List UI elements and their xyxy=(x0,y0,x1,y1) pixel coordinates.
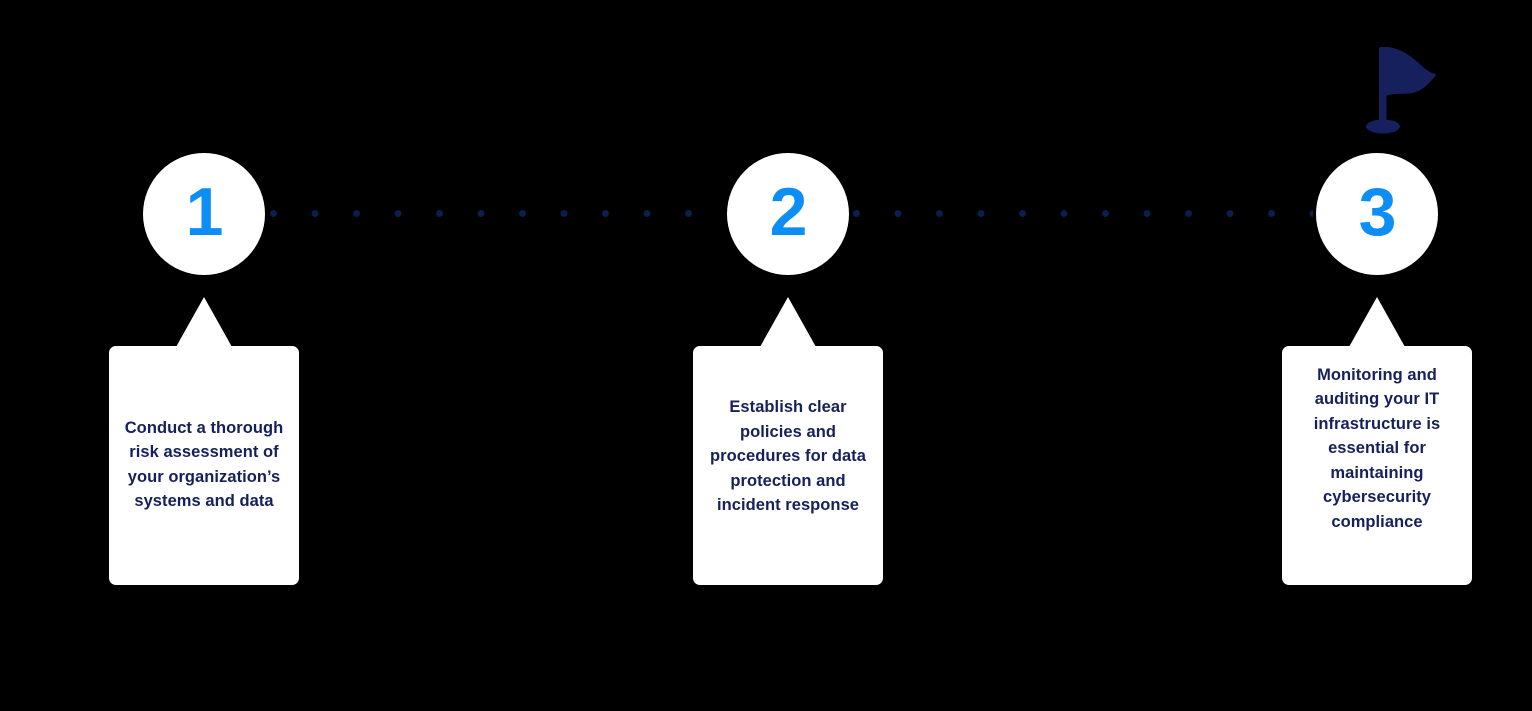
step-3-callout: Monitoring and auditing your IT infrastr… xyxy=(1282,296,1472,585)
step-3-card[interactable]: Monitoring and auditing your IT infrastr… xyxy=(1282,346,1472,585)
step-3-circle[interactable]: 3 xyxy=(1316,153,1438,275)
step-2-description: Establish clear policies and procedures … xyxy=(710,398,866,515)
step-2[interactable]: 2 Establish clear policies and procedure… xyxy=(638,0,938,711)
step-3-description: Monitoring and auditing your IT infrastr… xyxy=(1313,366,1441,531)
step-2-callout: Establish clear policies and procedures … xyxy=(693,296,883,585)
step-1-circle[interactable]: 1 xyxy=(143,153,265,275)
step-3[interactable]: 3 Monitoring and auditing your IT infras… xyxy=(1227,0,1527,711)
step-1[interactable]: 1 Conduct a thorough risk assessment of … xyxy=(54,0,354,711)
step-1-number: 1 xyxy=(185,174,224,250)
step-1-description: Conduct a thorough risk assessment of yo… xyxy=(124,418,284,510)
step-1-callout: Conduct a thorough risk assessment of yo… xyxy=(109,296,299,585)
step-1-card[interactable]: Conduct a thorough risk assessment of yo… xyxy=(109,346,299,585)
step-2-card[interactable]: Establish clear policies and procedures … xyxy=(693,346,883,585)
flag-icon xyxy=(1358,44,1440,134)
step-2-circle[interactable]: 2 xyxy=(727,153,849,275)
step-3-number: 3 xyxy=(1358,174,1397,250)
step-1-pointer xyxy=(109,296,299,346)
step-3-pointer xyxy=(1282,296,1472,346)
step-2-number: 2 xyxy=(769,174,808,250)
step-2-pointer xyxy=(693,296,883,346)
